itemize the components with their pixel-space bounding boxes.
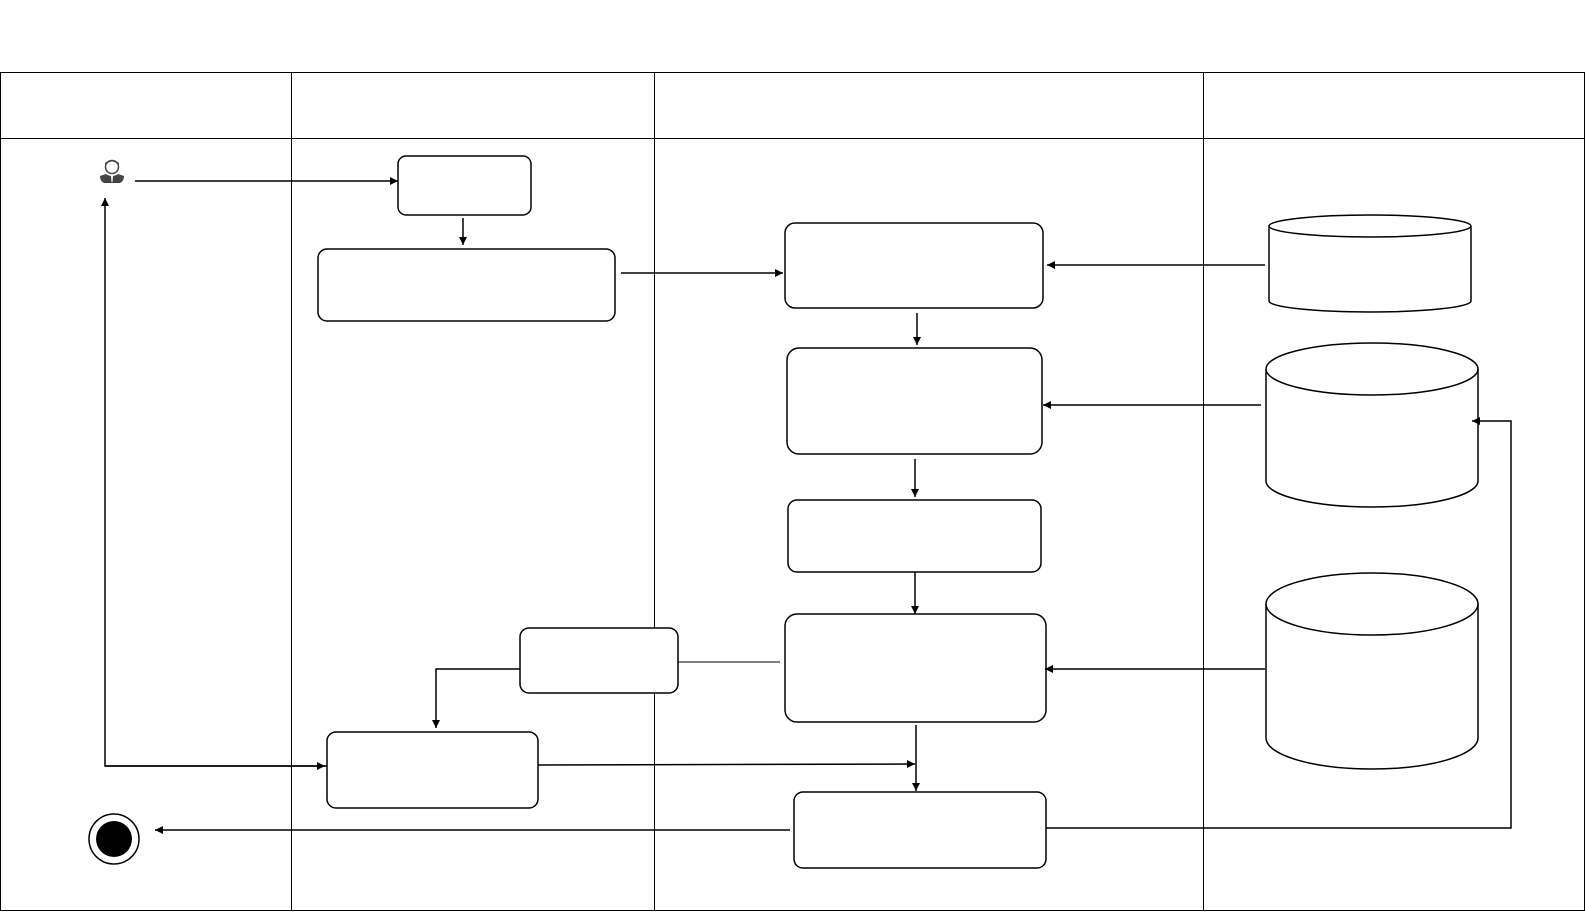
lane-title-1 [0, 72, 291, 138]
lane-title-3 [654, 72, 1203, 138]
edge-activity-9-to-db-2 [1046, 417, 1512, 829]
lane-title-4 [1203, 72, 1585, 138]
activity-6-label [785, 614, 1046, 722]
database-3-label [1266, 640, 1478, 735]
activity-8-label [327, 732, 538, 808]
activity-5-label [788, 500, 1041, 572]
final-node-icon [88, 813, 140, 865]
database-1-icon [1268, 214, 1472, 313]
database-2-icon [1265, 342, 1479, 508]
database-1-label [1269, 240, 1471, 300]
activity-2-label [318, 249, 615, 321]
activity-node-4 [786, 347, 1043, 455]
activity-node-9 [793, 791, 1047, 869]
activity-node-1 [397, 155, 532, 216]
user-icon [100, 159, 124, 183]
activity-node-3 [784, 222, 1044, 309]
activity-4-label [787, 348, 1042, 454]
database-3-icon [1265, 572, 1479, 770]
activity-9-label [794, 792, 1046, 868]
lane-title-2 [291, 72, 654, 138]
activity-node-2 [317, 248, 616, 322]
actor-label [60, 200, 150, 220]
activity-node-7 [519, 627, 679, 694]
activity-node-8 [326, 731, 539, 809]
activity-3-label [785, 223, 1043, 308]
edge-activity-8-to-actor [101, 198, 327, 767]
activity-1-label [398, 156, 531, 215]
activity-7-label [520, 628, 678, 693]
edge-activity-7-to-8 [432, 668, 520, 728]
database-2-label [1266, 398, 1478, 478]
edge-activity-8-to-9 [537, 760, 916, 769]
